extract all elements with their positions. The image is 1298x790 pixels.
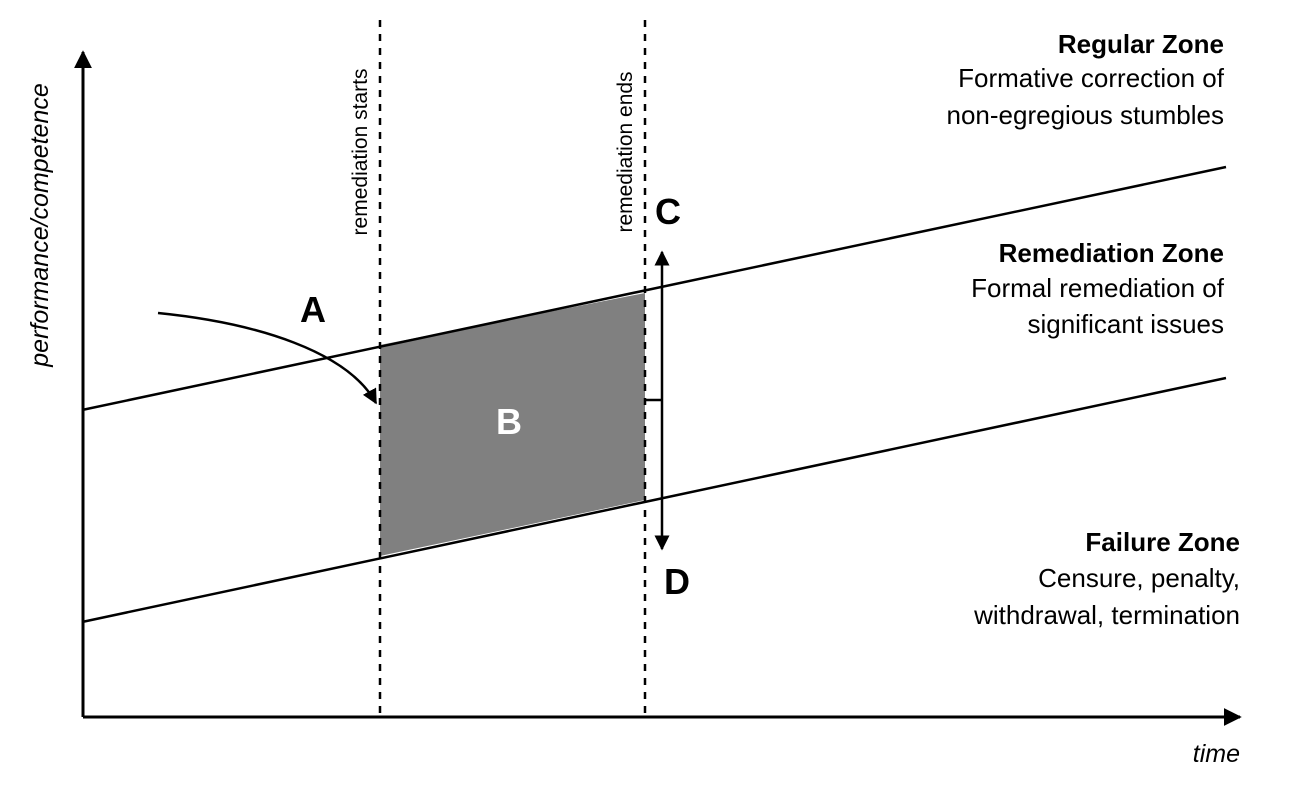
label-d: D [664, 561, 690, 602]
regular-zone-title: Regular Zone [1058, 29, 1224, 59]
remediation-zone-desc-line2: significant issues [1027, 309, 1224, 339]
remediation-zone-desc-line1: Formal remediation of [971, 273, 1225, 303]
remediation-start-label: remediation starts [349, 69, 372, 236]
remediation-end-label: remediation ends [614, 71, 637, 232]
regular-zone-desc-line2: non-egregious stumbles [947, 100, 1225, 130]
upper-zone-boundary [81, 165, 1227, 412]
regular-zone-desc-line1: Formative correction of [958, 63, 1225, 93]
entry-arrow [157, 311, 378, 405]
regular-zone-text: Regular Zone Formative correction of non… [947, 29, 1225, 130]
failure-zone-title: Failure Zone [1085, 527, 1240, 557]
remediation-zone-title: Remediation Zone [999, 238, 1224, 268]
remediation-zone-text: Remediation Zone Formal remediation of s… [971, 238, 1225, 339]
failure-zone-desc-line1: Censure, penalty, [1038, 563, 1240, 593]
x-axis-label: time [1193, 740, 1240, 768]
label-c: C [655, 191, 681, 232]
label-b: B [496, 401, 522, 442]
label-a: A [300, 289, 326, 330]
remediation-period-area [380, 293, 645, 556]
lower-zone-boundary [81, 376, 1227, 624]
failure-zone-desc-line2: withdrawal, termination [973, 600, 1240, 630]
y-axis-label: performance/competence [26, 83, 54, 367]
failure-zone-text: Failure Zone Censure, penalty, withdrawa… [973, 527, 1240, 630]
